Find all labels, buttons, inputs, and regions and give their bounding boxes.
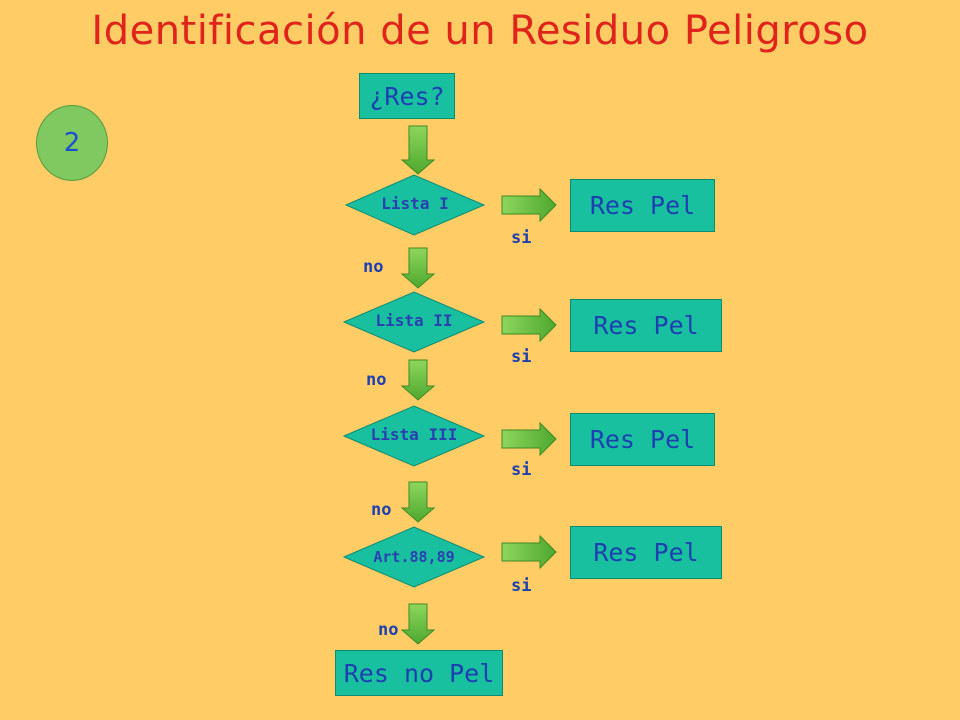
no-label-1: no bbox=[363, 257, 384, 277]
start-box: ¿Res? bbox=[359, 73, 455, 119]
result-box-1: Res Pel bbox=[570, 179, 715, 232]
end-box-label: Res no Pel bbox=[343, 658, 495, 688]
yes-label-2: si bbox=[511, 347, 532, 367]
result-box-4: Res Pel bbox=[570, 526, 722, 579]
result-box-3: Res Pel bbox=[570, 413, 715, 466]
right-arrow-3 bbox=[501, 421, 557, 457]
result-box-2: Res Pel bbox=[570, 299, 722, 352]
decision-label-3: Lista III bbox=[370, 425, 458, 444]
start-box-label: ¿Res? bbox=[369, 81, 445, 111]
decision-diamond-1 bbox=[344, 174, 486, 236]
down-arrow-2 bbox=[400, 247, 436, 289]
right-arrow-2 bbox=[501, 307, 557, 343]
decision-label-1: Lista I bbox=[381, 194, 449, 213]
slide-number-badge: 2 bbox=[36, 105, 108, 181]
result-box-3-label: Res Pel bbox=[589, 425, 696, 454]
no-label-2: no bbox=[366, 370, 387, 390]
right-arrow-1 bbox=[501, 187, 557, 223]
down-arrow-3 bbox=[400, 359, 436, 401]
no-label-4: no bbox=[378, 620, 399, 640]
yes-label-1: si bbox=[511, 228, 532, 248]
down-arrow-4 bbox=[400, 481, 436, 523]
down-arrow-1 bbox=[400, 125, 436, 175]
end-box: Res no Pel bbox=[335, 650, 503, 696]
down-arrow-5 bbox=[400, 603, 436, 645]
result-box-4-label: Res Pel bbox=[593, 538, 699, 567]
decision-diamond-4 bbox=[342, 526, 486, 588]
result-box-1-label: Res Pel bbox=[589, 191, 696, 220]
yes-label-4: si bbox=[511, 576, 532, 596]
decision-diamond-3 bbox=[342, 405, 486, 467]
page-title: Identificación de un Residuo Peligroso bbox=[91, 8, 869, 54]
decision-label-2: Lista II bbox=[375, 311, 453, 330]
yes-label-3: si bbox=[511, 460, 532, 480]
no-label-3: no bbox=[371, 500, 392, 520]
result-box-2-label: Res Pel bbox=[593, 311, 699, 340]
decision-label-4: Art.88,89 bbox=[373, 548, 455, 566]
right-arrow-4 bbox=[501, 534, 557, 570]
decision-diamond-2 bbox=[342, 291, 486, 353]
slide-number: 2 bbox=[63, 128, 81, 158]
